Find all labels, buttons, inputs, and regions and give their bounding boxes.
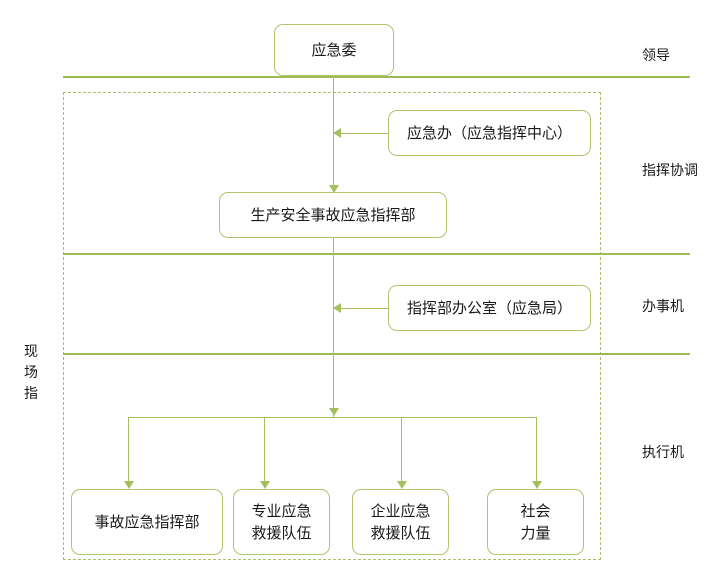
arrowhead-enterprise-team xyxy=(397,481,407,489)
connector-bus-to-social-force xyxy=(536,417,537,484)
divider-leadership xyxy=(63,76,690,78)
node-professional-team[interactable]: 专业应急 救援队伍 xyxy=(233,489,330,555)
divider-administration xyxy=(63,353,690,355)
dashed-region-boundary xyxy=(63,92,601,560)
node-emergency-committee[interactable]: 应急委 xyxy=(274,24,394,76)
node-emergency-office[interactable]: 应急办（应急指挥中心） xyxy=(388,110,591,156)
connector-command-to-bus xyxy=(333,238,334,418)
band-label-leadership: 领导 xyxy=(642,48,670,64)
band-label-execution: 执行机 xyxy=(642,445,684,461)
connector-bus-to-accident-command xyxy=(128,417,129,484)
divider-coordination xyxy=(63,253,690,255)
connector-command-office-to-spine xyxy=(341,308,388,309)
arrowhead-command-office-to-spine xyxy=(333,303,341,313)
band-label-coordination: 指挥协调 xyxy=(642,163,698,179)
node-enterprise-team[interactable]: 企业应急 救援队伍 xyxy=(352,489,449,555)
connector-bus-to-professional-team xyxy=(264,417,265,484)
arrowhead-to-bus xyxy=(329,408,339,416)
node-social-force[interactable]: 社会 力量 xyxy=(487,489,584,555)
distribution-bus xyxy=(128,417,537,418)
arrowhead-social-force xyxy=(532,481,542,489)
arrowhead-accident-command xyxy=(124,481,134,489)
node-safety-command[interactable]: 生产安全事故应急指挥部 xyxy=(219,192,447,238)
arrowhead-professional-team xyxy=(260,481,270,489)
side-label-on-site-command: 现场指 xyxy=(24,344,38,402)
node-accident-command[interactable]: 事故应急指挥部 xyxy=(71,489,223,555)
connector-bus-to-enterprise-team xyxy=(401,417,402,484)
arrowhead-office-to-spine xyxy=(333,128,341,138)
arrowhead-to-safety-command xyxy=(329,185,339,193)
node-command-office[interactable]: 指挥部办公室（应急局） xyxy=(388,285,591,331)
band-label-administration: 办事机 xyxy=(642,299,684,315)
connector-office-to-spine xyxy=(341,133,388,134)
